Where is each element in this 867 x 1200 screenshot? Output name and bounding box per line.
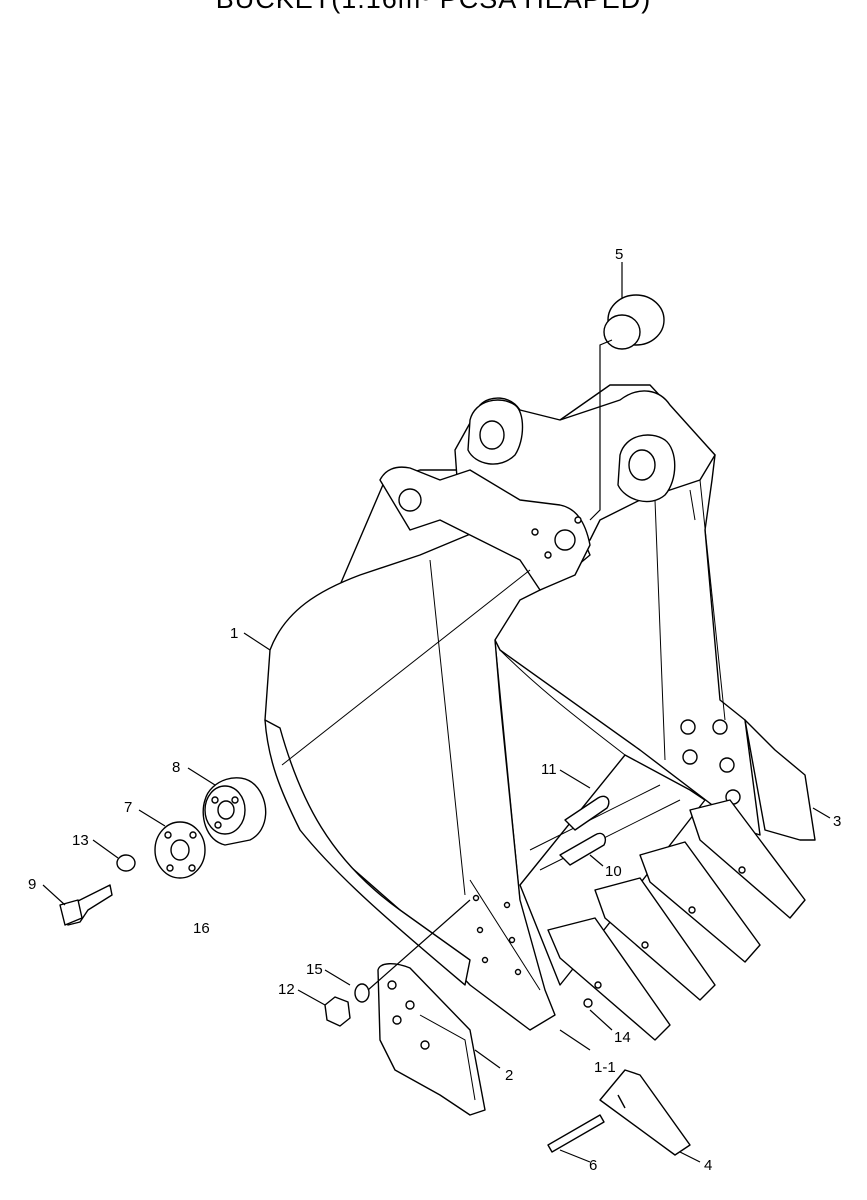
plate: [154, 821, 206, 879]
bolt-10: [559, 832, 607, 866]
callout-4: 4: [704, 1157, 712, 1174]
callout-16: 16: [193, 920, 210, 937]
side-cutter-right: [744, 719, 816, 841]
bucket-body: [264, 384, 761, 1031]
callout-7: 7: [124, 799, 132, 816]
callout-15: 15: [306, 961, 323, 978]
callout-12: 12: [278, 981, 295, 998]
callout-labels: 5 1 8 7 13 9 16 11 3 10 15 12 14 1-1 2 6…: [28, 246, 841, 1174]
bolt-9: [59, 884, 113, 926]
callout-5: 6: [589, 1157, 597, 1174]
nut-14: [583, 998, 593, 1008]
callout-11: 11: [541, 761, 557, 778]
callout-8: 8: [172, 759, 180, 776]
callout-13: 13: [72, 832, 89, 849]
bushing: [603, 294, 665, 350]
callout-9: 9: [28, 876, 36, 893]
callout-14: 14: [614, 1029, 631, 1046]
tooth-loose: [599, 1069, 691, 1156]
callout-6: 5: [615, 246, 623, 263]
bolt-11: [564, 795, 610, 831]
nut-12: [324, 996, 351, 1027]
side-cutter-left: [377, 963, 486, 1116]
tooth-pin: [547, 1114, 605, 1153]
callout-2: 2: [505, 1067, 513, 1084]
washer-13: [116, 854, 136, 872]
diagram-title: BUCKET(1.16m³ PCSA HEAPED): [0, 0, 867, 15]
callout-10: 10: [605, 863, 622, 880]
tooth-row: [547, 799, 806, 1041]
leader-lines: [42, 262, 831, 1163]
callout-1: 1: [230, 625, 238, 642]
shim: [202, 777, 267, 846]
callout-3: 3: [833, 813, 841, 830]
callout-1-1: 1-1: [594, 1059, 616, 1076]
washer-15: [354, 983, 370, 1003]
